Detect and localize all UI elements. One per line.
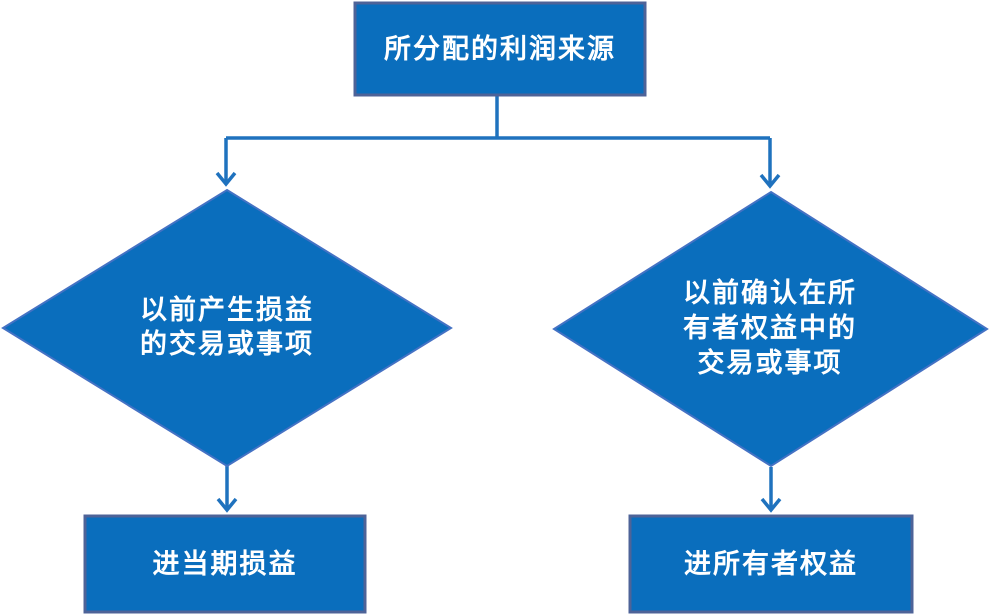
arrowhead-left-decision-icon <box>215 171 237 187</box>
node-source-shape <box>353 1 647 97</box>
node-right-result-shape <box>628 514 914 614</box>
node-left-decision-shape <box>1 188 453 468</box>
arrowhead-left-result-icon <box>216 497 238 513</box>
node-left-result-shape <box>83 514 367 614</box>
arrowhead-right-decision-icon <box>759 173 781 189</box>
node-right-decision-shape <box>552 190 989 468</box>
arrowhead-right-result-icon <box>760 497 782 513</box>
